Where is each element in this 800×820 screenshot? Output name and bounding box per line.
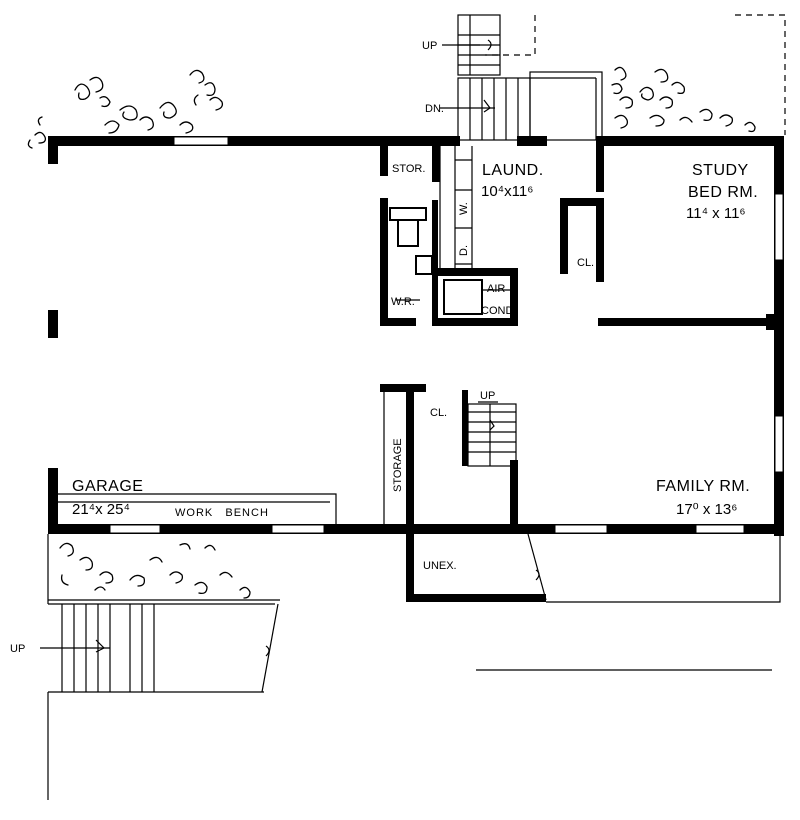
- shrubs-bottom: [47, 534, 280, 605]
- label-air: AIR: [487, 283, 505, 295]
- label-up-stair: UP: [480, 390, 495, 402]
- label-family-dim: 17⁰ x 13⁶: [676, 501, 737, 518]
- label-study-dim: 11⁴ x 11⁶: [686, 205, 746, 222]
- label-up-top: UP: [422, 40, 437, 52]
- label-washer: W.: [458, 202, 470, 215]
- label-garage: GARAGE: [72, 478, 143, 495]
- label-bed-rm: BED RM.: [688, 184, 758, 201]
- label-cond: COND.: [481, 305, 516, 317]
- label-dn-top: DN.: [425, 103, 444, 115]
- interior-walls: [380, 146, 784, 524]
- shrubs-top-right: [611, 66, 756, 133]
- label-wr: W.R.: [391, 296, 415, 308]
- label-storage: STORAGE: [392, 438, 404, 492]
- stair-up-bottom: [40, 603, 279, 800]
- label-work-bench: WORK BENCH: [175, 507, 269, 519]
- label-cl-hall: CL.: [430, 407, 447, 419]
- unexcavated: [406, 533, 781, 603]
- label-garage-dim: 21⁴x 25⁴: [72, 501, 130, 518]
- label-stor: STOR.: [392, 163, 425, 175]
- wr-fixtures: [389, 207, 433, 301]
- stair-up-interior: [462, 390, 517, 467]
- label-study: STUDY: [692, 162, 749, 179]
- label-cl-study: CL.: [577, 257, 594, 269]
- label-unex: UNEX.: [423, 560, 457, 572]
- shrubs-top-left: [27, 69, 224, 149]
- laundry-appliances: [439, 146, 510, 315]
- windows: [109, 136, 784, 534]
- stair-up-top: [442, 14, 501, 76]
- label-laund-dim: 10⁴x11⁶: [481, 183, 533, 200]
- stair-down-top: [440, 71, 603, 141]
- label-family-rm: FAMILY RM.: [656, 478, 750, 495]
- exterior-walls: [48, 136, 784, 536]
- label-up-bottom: UP: [10, 643, 25, 655]
- label-dryer: D.: [458, 245, 470, 256]
- work-bench: [58, 493, 337, 524]
- label-laund: LAUND.: [482, 162, 544, 179]
